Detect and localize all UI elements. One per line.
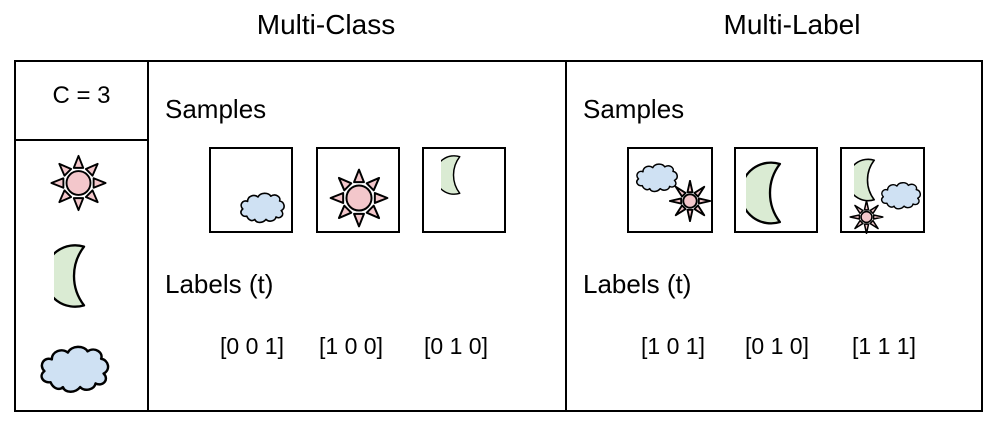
- multi-class-label-vector-2: [1 0 0]: [319, 333, 383, 359]
- moon-icon: [854, 155, 881, 205]
- sun-icon: [849, 200, 884, 234]
- multi-class-label-vector-3: [0 1 0]: [424, 333, 488, 359]
- multi-class-sample-3: [422, 147, 506, 233]
- moon-icon: [746, 160, 794, 226]
- cloud-icon: [879, 178, 922, 212]
- moon-icon: [54, 236, 94, 316]
- multi-label-label-vector-3: [1 1 1]: [852, 333, 916, 359]
- multi-class-samples-label: Samples: [165, 94, 267, 124]
- multi-label-label-vector-1: [1 0 1]: [641, 333, 705, 359]
- class-count-label: C = 3: [52, 82, 111, 109]
- multi-label-samples-label: Samples: [583, 94, 685, 124]
- sun-icon: [326, 165, 392, 231]
- legend-header-divider: [14, 139, 149, 141]
- section-divider: [565, 60, 567, 412]
- legend-divider: [147, 60, 149, 412]
- sun-icon: [669, 180, 711, 222]
- multi-label-label-vector-2: [0 1 0]: [745, 333, 809, 359]
- multi-label-title: Multi-Label: [723, 9, 861, 40]
- sun-icon: [47, 149, 110, 217]
- multi-class-sample-2: [316, 147, 400, 233]
- multi-label-sample-1: [627, 147, 713, 233]
- cloud-icon: [37, 339, 111, 397]
- multi-class-title: Multi-Class: [256, 9, 396, 40]
- multi-class-sample-1: [209, 147, 293, 233]
- diagram-frame: [14, 60, 983, 412]
- cloud-icon: [237, 189, 287, 225]
- multi-class-label-vector-1: [0 0 1]: [220, 333, 284, 359]
- multi-label-sample-3: [840, 147, 925, 233]
- moon-icon: [441, 154, 466, 196]
- multi-label-sample-2: [734, 147, 818, 233]
- multi-label-labels-label: Labels (t): [583, 269, 692, 299]
- multi-class-labels-label: Labels (t): [165, 269, 274, 299]
